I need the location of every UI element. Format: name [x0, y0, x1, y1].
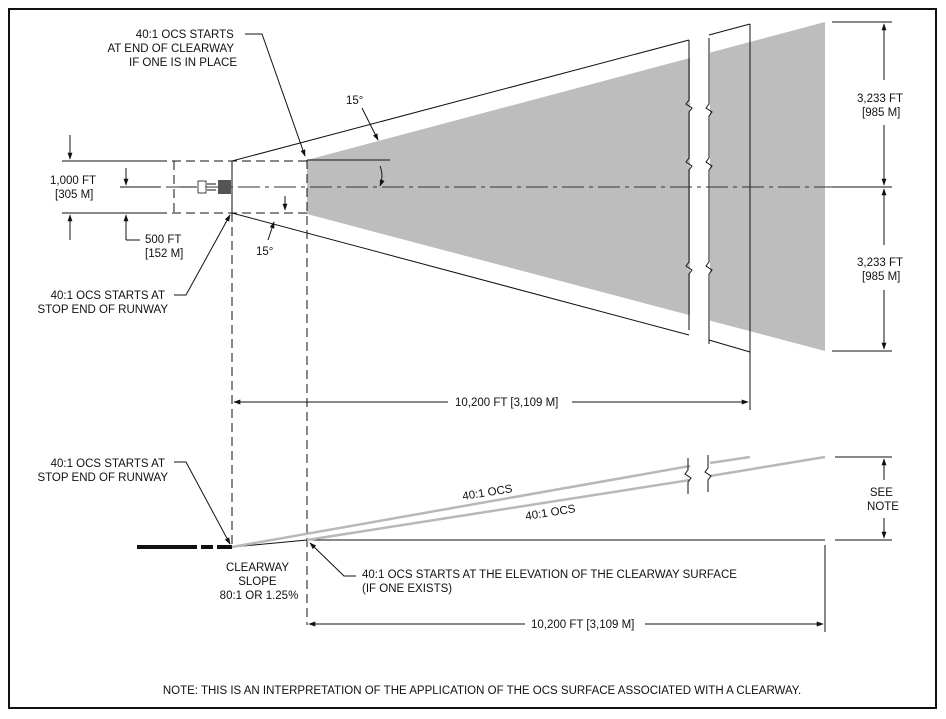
plan-length-label: 10,200 FT [3,109 M]	[455, 397, 558, 409]
ocs-start-runway-profile-line2: STOP END OF RUNWAY	[37, 472, 168, 484]
ocs-start-runway-plan-leader	[174, 214, 231, 296]
profile-view: 40:1 OCS 40:1 OCS SEE NOTE 40:1 OCS STAR…	[37, 455, 899, 632]
see-note-line1: SEE	[870, 487, 893, 499]
drawing-frame	[8, 8, 937, 709]
width-m-label: [305 M]	[55, 189, 93, 201]
profile-break-right	[704, 455, 712, 492]
ocs-start-runway-plan-label: 40:1 OCS STARTS AT STOP END OF RUNWAY	[37, 290, 168, 316]
ocs-slope-lower-far	[709, 455, 826, 478]
ocs-slope-upper	[231, 464, 691, 549]
angle-arc-top	[379, 165, 385, 187]
ocs-elevation-label: 40:1 OCS STARTS AT THE ELEVATION OF THE …	[362, 569, 740, 595]
angle-leader-top	[361, 107, 379, 141]
runway-threshold	[218, 180, 231, 194]
profile-length-label: 10,200 FT [3,109 M]	[531, 619, 634, 631]
offset-ft-label: 500 FT	[145, 234, 181, 246]
ocs-start-runway-profile-leader	[174, 461, 231, 545]
clearway-slope-line2: SLOPE	[238, 576, 277, 588]
break-line-right	[705, 38, 713, 344]
ocs-start-clearway-leader	[245, 33, 306, 157]
angle-label-top: 15°	[346, 95, 363, 107]
runway-designation	[197, 180, 207, 194]
clearway-slope-label: CLEARWAY SLOPE 80:1 OR 1.25%	[220, 562, 299, 602]
ocs-start-clearway-label: 40:1 OCS STARTS AT END OF CLEARWAY IF ON…	[107, 29, 237, 69]
half-width-top-m: [985 M]	[862, 107, 900, 119]
ocs-start-runway-profile-label: 40:1 OCS STARTS AT STOP END OF RUNWAY	[37, 458, 168, 484]
ocs-slope-lower	[306, 478, 691, 542]
ocs-slope-upper-far	[709, 455, 751, 465]
see-note-label: SEE NOTE	[867, 487, 899, 513]
clearway-slope-line1: CLEARWAY	[226, 562, 289, 574]
half-width-bottom-m: [985 M]	[862, 271, 900, 283]
width-ft-label: 1,000 FT	[50, 175, 96, 187]
ocs-elevation-leader	[309, 542, 356, 577]
surface-edge-bottom	[231, 212, 690, 336]
half-width-bottom-ft: 3,233 FT	[857, 257, 903, 269]
see-note-line2: NOTE	[867, 501, 899, 513]
ocs-slope-lower-label: 40:1 OCS	[525, 503, 577, 523]
ocs-start-clearway-line1: 40:1 OCS STARTS	[136, 29, 234, 41]
break-gap	[690, 20, 710, 356]
ocs-start-runway-profile-line1: 40:1 OCS STARTS AT	[51, 458, 165, 470]
surface-edge-top-far	[708, 23, 751, 36]
clearway-slope-line3: 80:1 OR 1.25%	[220, 590, 299, 602]
break-line-left	[685, 40, 693, 330]
ocs-start-clearway-line2: AT END OF CLEARWAY	[107, 43, 234, 55]
ocs-start-clearway-line3: IF ONE IS IN PLACE	[129, 57, 237, 69]
ocs-start-runway-plan-line2: STOP END OF RUNWAY	[37, 304, 168, 316]
half-width-top-ft: 3,233 FT	[857, 93, 903, 105]
plan-view: 15° 15° 40:1 OCS STARTS AT END OF CLEARW…	[37, 20, 903, 625]
ocs-elevation-line2: (IF ONE EXISTS)	[362, 583, 452, 595]
ocs-elevation-line1: 40:1 OCS STARTS AT THE ELEVATION OF THE …	[362, 569, 737, 581]
ocs-start-runway-plan-line1: 40:1 OCS STARTS AT	[51, 290, 165, 302]
offset-m-label: [152 M]	[145, 248, 183, 260]
ocs-slope-upper-label: 40:1 OCS	[462, 483, 514, 503]
angle-label-bottom: 15°	[256, 246, 273, 258]
angle-leader-bottom	[267, 221, 275, 241]
footnote: NOTE: THIS IS AN INTERPRETATION OF THE A…	[163, 685, 801, 697]
profile-break-left	[684, 458, 692, 494]
surface-edge-top	[231, 39, 690, 162]
surface-edge-bottom-far	[708, 339, 751, 353]
